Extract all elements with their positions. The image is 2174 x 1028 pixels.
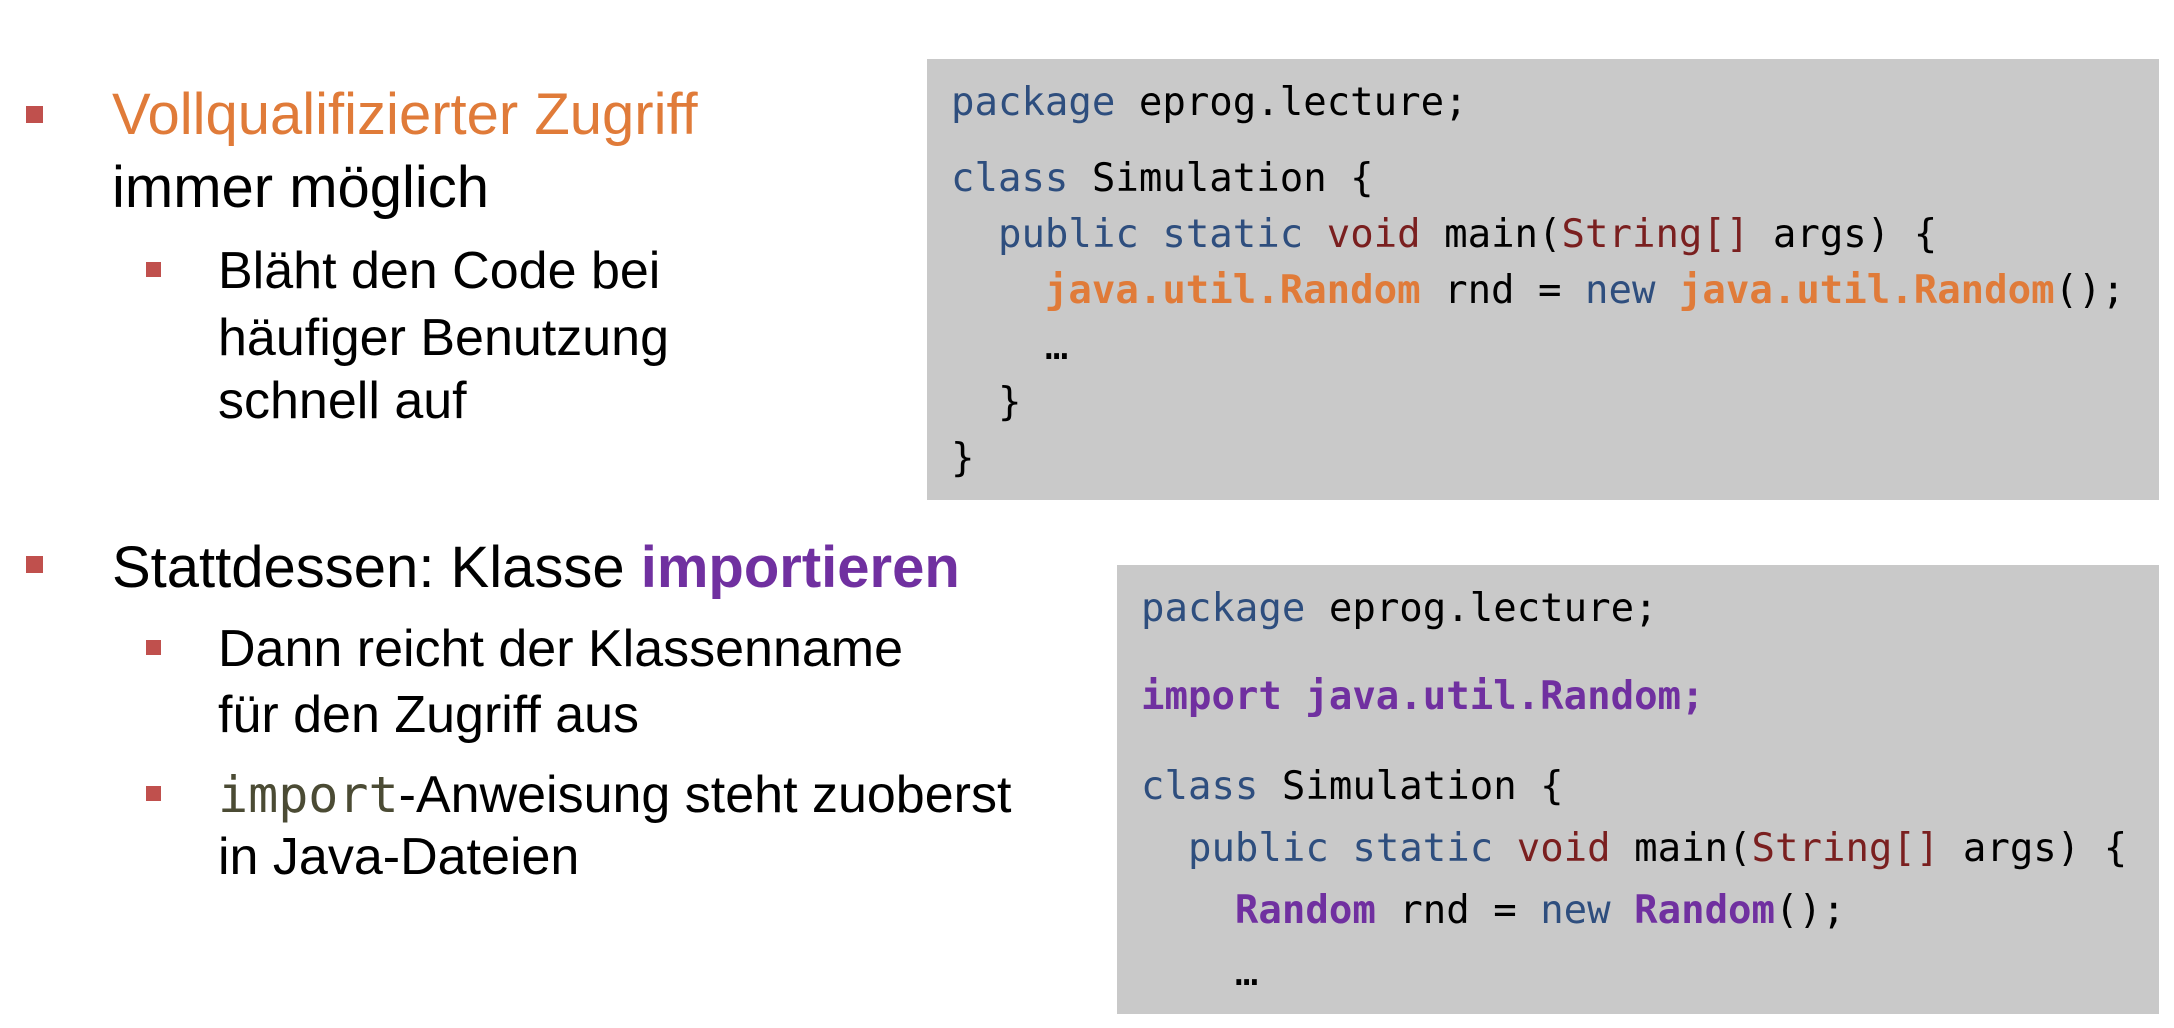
sub-bullet-text-line: in Java-Dateien bbox=[218, 828, 580, 886]
code-line: … bbox=[951, 324, 1069, 369]
code-block-fully-qualified: package eprog.lecture; class Simulation … bbox=[927, 59, 2159, 500]
sub-bullet-marker bbox=[146, 262, 161, 277]
bullet-marker bbox=[26, 556, 43, 573]
code-line: package eprog.lecture; bbox=[1141, 586, 1658, 631]
sub-bullet-text-line: import-Anweisung steht zuoberst bbox=[218, 762, 1011, 829]
code-line: class Simulation { bbox=[951, 156, 1374, 201]
code-line: class Simulation { bbox=[1141, 764, 1564, 809]
sub-bullet-text-line: häufiger Benutzung bbox=[218, 309, 670, 367]
bullet-heading-highlight: Vollqualifizierter Zugriff bbox=[112, 82, 698, 147]
sub-bullet-text-line: für den Zugriff aus bbox=[218, 686, 640, 744]
sub-bullet-text-line: Bläht den Code bei bbox=[218, 242, 661, 300]
code-line: java.util.Random rnd = new java.util.Ran… bbox=[1044, 268, 2126, 313]
inline-code: import bbox=[218, 766, 399, 824]
code-line: } bbox=[951, 380, 1022, 425]
bullet-heading-prefix: Stattdessen: Klasse bbox=[112, 535, 641, 600]
sub-bullet-text-line: Dann reicht der Klassenname bbox=[218, 620, 904, 678]
bullet-heading-rest: immer möglich bbox=[112, 155, 490, 220]
sub-bullet-text: -Anweisung steht zuoberst bbox=[398, 766, 1012, 824]
code-line: } bbox=[951, 436, 975, 481]
bullet-marker bbox=[26, 106, 43, 123]
code-line: … bbox=[1141, 950, 1259, 995]
bullet-heading-highlight: importieren bbox=[640, 535, 960, 600]
bullet-heading: Stattdessen: Klasse importieren bbox=[112, 532, 960, 604]
code-block-import: package eprog.lecture; import java.util.… bbox=[1117, 565, 2159, 1014]
code-line: public static void main(String[] args) { bbox=[1187, 826, 2128, 871]
sub-bullet-marker bbox=[146, 640, 161, 655]
code-line: package eprog.lecture; bbox=[951, 80, 1468, 125]
code-line: Random rnd = new Random(); bbox=[1234, 888, 1846, 933]
sub-bullet-text-line: schnell auf bbox=[218, 372, 467, 430]
code-line: public static void main(String[] args) { bbox=[997, 212, 1938, 257]
sub-bullet-marker bbox=[146, 786, 161, 801]
code-line: import java.util.Random; bbox=[1141, 674, 1705, 719]
